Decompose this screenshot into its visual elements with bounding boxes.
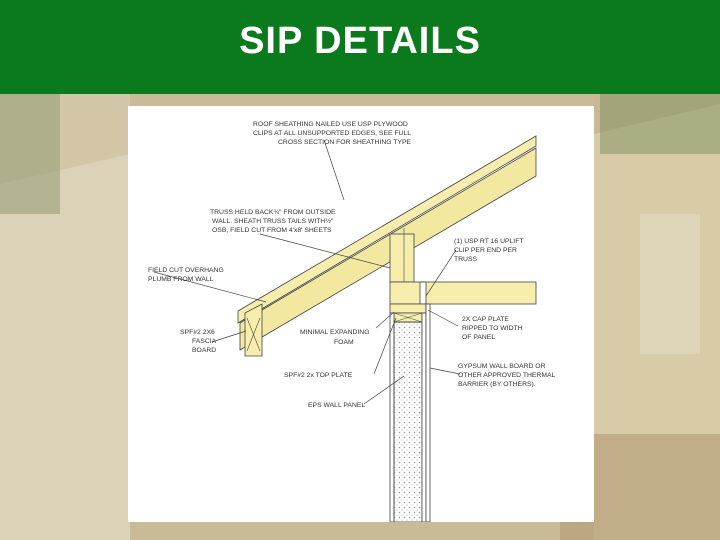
label-cap-plate: 2X CAP PLATE RIPPED TO WIDTH OF PANEL <box>462 316 524 341</box>
fascia-board <box>244 303 263 357</box>
title-bar: SIP DETAILS <box>0 0 720 94</box>
eps-foam-core <box>393 321 423 523</box>
cap-plate <box>389 303 427 314</box>
truss-top-chord <box>239 147 537 351</box>
uplift-clip <box>419 281 427 305</box>
sip-detail-drawing: ROOF SHEATHING NAILED USE USP PLYWOOD CL… <box>148 121 557 523</box>
label-field-cut: FIELD CUT OVERHANG PLUMB FROM WALL <box>148 267 226 283</box>
label-foam: MINIMAL EXPANDING FOAM <box>300 329 371 346</box>
label-eps-panel: EPS WALL PANEL <box>308 402 365 409</box>
slide-title: SIP DETAILS <box>239 20 481 62</box>
label-fascia: SPF#2 2X6 FASCIA BOARD <box>180 329 218 354</box>
truss-heel <box>389 233 415 283</box>
truss-bottom-chord <box>389 281 537 305</box>
label-truss-held: TRUSS HELD BACK¾" FROM OUTSIDE WALL. SHE… <box>210 209 337 234</box>
label-top-plate: SPF#2 2x TOP PLATE <box>284 372 353 379</box>
gypsum-board <box>425 303 431 523</box>
osb-skin-outer <box>389 312 395 523</box>
label-uplift-clip: (1) USP RT 16 UPLIFT CLIP PER END PER TR… <box>454 238 525 263</box>
osb-skin-inner <box>421 312 427 523</box>
diagram-card: ROOF SHEATHING NAILED USE USP PLYWOOD CL… <box>128 106 594 523</box>
roof-sheathing <box>237 135 537 324</box>
label-gypsum: GYPSUM WALL BOARD OR OTHER APPROVED THER… <box>458 363 557 388</box>
label-roof-sheathing: ROOF SHEATHING NAILED USE USP PLYWOOD CL… <box>253 121 413 146</box>
